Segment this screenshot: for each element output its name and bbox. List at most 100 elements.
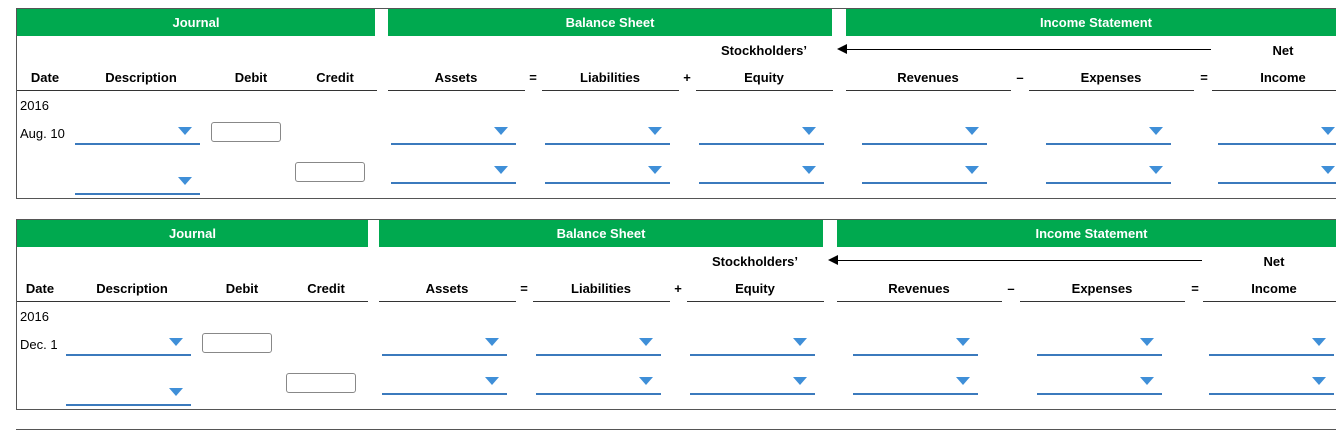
assets-dropdown-1[interactable]	[382, 332, 507, 356]
chevron-down-icon	[802, 127, 816, 135]
assets-dropdown-2[interactable]	[382, 371, 507, 395]
net-income-dropdown-1[interactable]	[1218, 121, 1336, 145]
year-label: 2016	[20, 309, 49, 324]
col-income: Income	[1251, 281, 1297, 296]
col-revenues: Revenues	[888, 281, 950, 296]
liabilities-dropdown-2[interactable]	[545, 160, 670, 184]
transaction-table-aug: Journal Balance Sheet Income Statement S…	[16, 8, 1336, 199]
left-paren-fragment: )	[0, 262, 1, 293]
revenues-dropdown-2[interactable]	[853, 371, 978, 395]
header-underline	[696, 90, 833, 91]
equity-dropdown-1[interactable]	[699, 121, 824, 145]
chevron-down-icon	[169, 388, 183, 396]
expenses-dropdown-2[interactable]	[1046, 160, 1171, 184]
header-underline	[1203, 301, 1336, 302]
col-assets: Assets	[425, 281, 469, 296]
plus-sign: +	[683, 70, 691, 85]
stockholders-label: Stockholders’	[721, 43, 807, 58]
chevron-down-icon	[639, 377, 653, 385]
date-label: Dec. 1	[20, 337, 58, 352]
expenses-dropdown-1[interactable]	[1046, 121, 1171, 145]
col-expenses: Expenses	[1071, 281, 1133, 296]
col-revenues: Revenues	[897, 70, 959, 85]
date-label: Aug. 10	[20, 126, 65, 141]
income-statement-band: Income Statement	[846, 9, 1336, 36]
equals-sign-2: =	[1200, 70, 1208, 85]
header-underline	[1212, 90, 1336, 91]
net-label: Net	[1263, 254, 1285, 269]
equity-dropdown-1[interactable]	[690, 332, 815, 356]
revenues-dropdown-1[interactable]	[853, 332, 978, 356]
equals-sign: =	[529, 70, 537, 85]
net-income-dropdown-2[interactable]	[1209, 371, 1334, 395]
description-dropdown-1[interactable]	[66, 332, 191, 356]
chevron-down-icon	[648, 166, 662, 174]
header-underline	[687, 301, 824, 302]
arrow-line	[836, 260, 1202, 261]
arrow-left-icon	[828, 255, 838, 265]
revenues-dropdown-1[interactable]	[862, 121, 987, 145]
col-debit: Debit	[234, 70, 268, 85]
description-dropdown-1[interactable]	[75, 121, 200, 145]
equals-sign-2: =	[1191, 281, 1199, 296]
col-expenses: Expenses	[1080, 70, 1142, 85]
chevron-down-icon	[1140, 338, 1154, 346]
journal-band: Journal	[17, 220, 368, 247]
col-description: Description	[96, 281, 168, 296]
equity-dropdown-2[interactable]	[690, 371, 815, 395]
chevron-down-icon	[485, 377, 499, 385]
chevron-down-icon	[178, 177, 192, 185]
net-income-dropdown-2[interactable]	[1218, 160, 1336, 184]
assets-dropdown-1[interactable]	[391, 121, 516, 145]
chevron-down-icon	[956, 338, 970, 346]
header-underline	[542, 90, 679, 91]
expenses-dropdown-1[interactable]	[1037, 332, 1162, 356]
header-underline	[846, 90, 1011, 91]
balance-sheet-band: Balance Sheet	[379, 220, 823, 247]
chevron-down-icon	[956, 377, 970, 385]
chevron-down-icon	[485, 338, 499, 346]
col-date: Date	[25, 281, 55, 296]
col-assets: Assets	[434, 70, 478, 85]
col-date: Date	[30, 70, 60, 85]
debit-input[interactable]	[202, 333, 272, 353]
chevron-down-icon	[169, 338, 183, 346]
chevron-down-icon	[965, 127, 979, 135]
chevron-down-icon	[178, 127, 192, 135]
assets-dropdown-2[interactable]	[391, 160, 516, 184]
equals-sign: =	[520, 281, 528, 296]
description-dropdown-2[interactable]	[66, 382, 191, 406]
arrow-line	[845, 49, 1211, 50]
header-underline	[388, 90, 525, 91]
chevron-down-icon	[494, 127, 508, 135]
liabilities-dropdown-1[interactable]	[545, 121, 670, 145]
stockholders-label: Stockholders’	[712, 254, 798, 269]
liabilities-dropdown-1[interactable]	[536, 332, 661, 356]
liabilities-dropdown-2[interactable]	[536, 371, 661, 395]
plus-sign: +	[674, 281, 682, 296]
chevron-down-icon	[1312, 377, 1326, 385]
minus-sign: –	[1007, 281, 1015, 296]
chevron-down-icon	[1149, 127, 1163, 135]
arrow-left-icon	[837, 44, 847, 54]
credit-input[interactable]	[295, 162, 365, 182]
equity-dropdown-2[interactable]	[699, 160, 824, 184]
debit-input[interactable]	[211, 122, 281, 142]
balance-sheet-band: Balance Sheet	[388, 9, 832, 36]
credit-input[interactable]	[286, 373, 356, 393]
chevron-down-icon	[639, 338, 653, 346]
description-dropdown-2[interactable]	[75, 171, 200, 195]
net-income-dropdown-1[interactable]	[1209, 332, 1334, 356]
chevron-down-icon	[1321, 166, 1335, 174]
year-label: 2016	[20, 98, 49, 113]
col-liabilities: Liabilities	[571, 281, 631, 296]
col-equity: Equity	[744, 70, 784, 85]
revenues-dropdown-2[interactable]	[862, 160, 987, 184]
expenses-dropdown-2[interactable]	[1037, 371, 1162, 395]
header-underline	[1020, 301, 1185, 302]
col-debit: Debit	[225, 281, 259, 296]
net-label: Net	[1272, 43, 1294, 58]
chevron-down-icon	[965, 166, 979, 174]
chevron-down-icon	[1321, 127, 1335, 135]
header-underline	[1029, 90, 1194, 91]
